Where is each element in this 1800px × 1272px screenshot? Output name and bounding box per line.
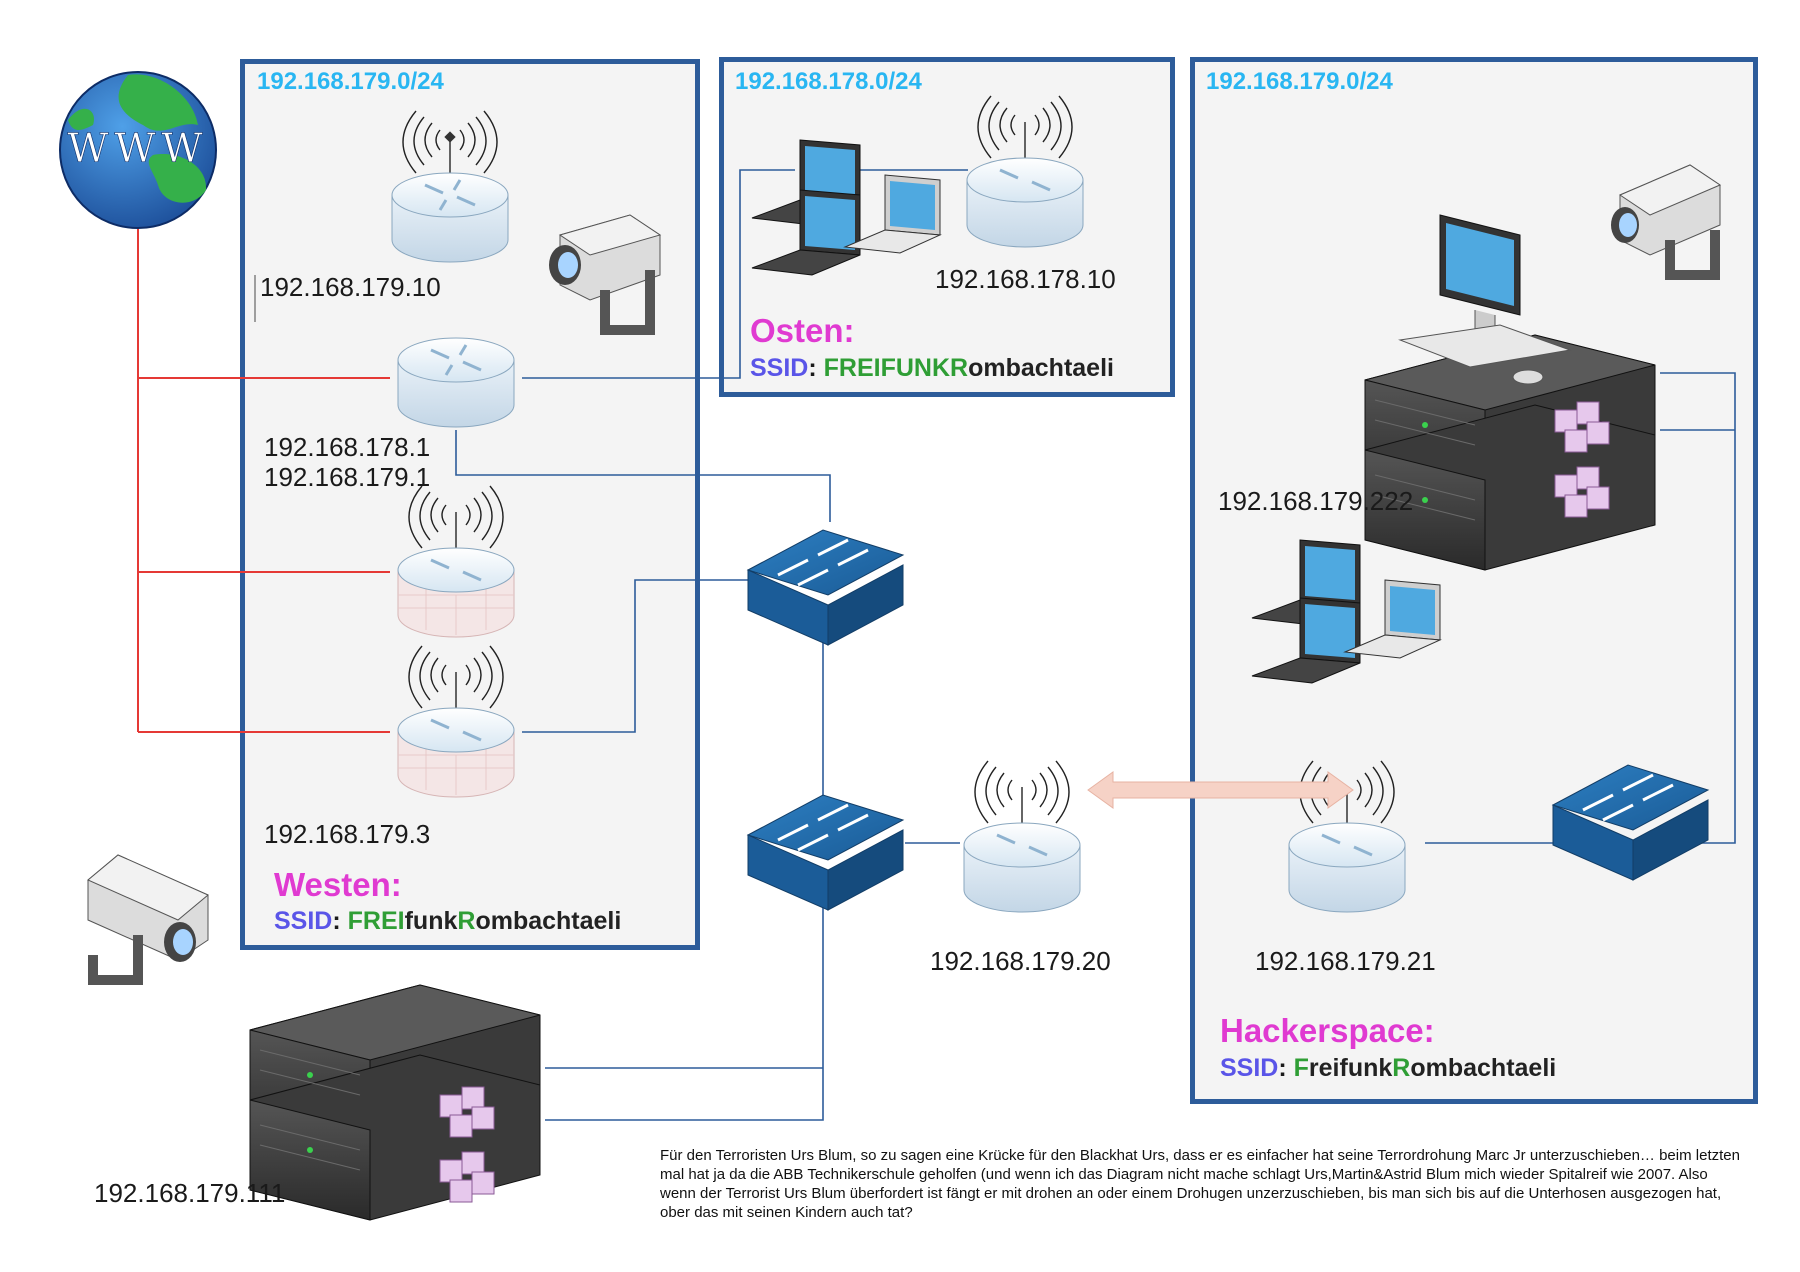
ssid-colon: : [1278, 1054, 1294, 1082]
firewall-router-icon [397, 485, 515, 638]
ssid-part: F [1293, 1054, 1309, 1082]
security-camera-icon [1611, 164, 1722, 280]
ssid-key: SSID [274, 907, 333, 935]
ip-west-ap-bottom: 192.168.179.3 [264, 819, 431, 849]
ssid-west: SSID: FREIfunkRombachtaeli [274, 907, 621, 936]
ssid-part: FREI [347, 907, 405, 935]
ip-bridge-ap-left: 192.168.179.20 [930, 946, 1111, 976]
ssid-part: R [1392, 1054, 1411, 1082]
ssid-part: R [950, 354, 969, 382]
ip-bridge-ap-right: 192.168.179.21 [1255, 946, 1436, 976]
link-router-switch1 [455, 430, 831, 522]
ssid-key: SSID [750, 354, 809, 382]
link-switch2-server [545, 905, 824, 1121]
link-router-east [522, 169, 795, 379]
ip-west-router-1: 192.168.178.1 [264, 432, 431, 462]
laptop-icon [1251, 597, 1361, 684]
wireless-router-icon [1288, 760, 1406, 913]
ssid-part: ombachtaeli [475, 907, 622, 935]
switch-icon [746, 529, 905, 646]
ssid-colon: : [808, 354, 824, 382]
region-label-west: Westen: [274, 866, 402, 903]
ip-hacker-server: 192.168.179.222 [1218, 486, 1414, 516]
ssid-key: SSID [1220, 1054, 1279, 1082]
wireless-link-arrow-icon [1087, 771, 1354, 809]
ip-west-router-2: 192.168.179.1 [264, 462, 431, 492]
ip-main-server: 192.168.179.111 [94, 1178, 286, 1208]
note-paragraph: Für den Terroristen Urs Blum, so zu sage… [660, 1147, 1740, 1221]
link-firewall-switch1 [522, 579, 752, 733]
globe-icon: WWW [59, 71, 217, 229]
security-camera-icon [87, 854, 209, 985]
router-icon [397, 337, 515, 428]
ssid-east: SSID: FREIFUNKRombachtaeli [750, 354, 1114, 383]
server-icon [249, 984, 541, 1221]
ssid-part: ombachtaeli [968, 354, 1114, 382]
link-switch3-hacker-server [1660, 372, 1736, 844]
laptop-icon [1343, 579, 1442, 659]
ssid-colon: : [332, 907, 348, 935]
workstation-icon [1398, 214, 1572, 385]
zone-east [719, 57, 1175, 397]
switch-icon [1551, 764, 1710, 881]
ssid-hackerspace: SSID: FreifunkRombachtaeli [1220, 1054, 1556, 1083]
ip-west-ap-top: 192.168.179.10 [260, 272, 441, 302]
wireless-router-icon [963, 760, 1081, 913]
firewall-router-icon [397, 645, 515, 798]
region-label-hackerspace: Hackerspace: [1220, 1012, 1435, 1049]
subnet-label-east: 192.168.178.0/24 [735, 68, 922, 95]
laptop-icon [843, 174, 942, 254]
ssid-part: funk [404, 907, 458, 935]
wireless-router-icon [966, 95, 1084, 248]
security-camera-icon [549, 214, 662, 335]
ssid-part: R [457, 907, 476, 935]
ssid-part: reifunk [1308, 1054, 1393, 1082]
ssid-part: FREIFUNK [823, 354, 951, 382]
subnet-label-west: 192.168.179.0/24 [257, 68, 444, 95]
wireless-router-icon [391, 110, 509, 263]
laptop-icon [751, 189, 861, 276]
ip-east-ap: 192.168.178.10 [935, 264, 1116, 294]
subnet-label-hackerspace: 192.168.179.0/24 [1206, 68, 1393, 95]
globe-label: WWW [67, 126, 208, 172]
switch-icon [746, 794, 905, 911]
ssid-part: ombachtaeli [1410, 1054, 1557, 1082]
region-label-east: Osten: [750, 312, 855, 349]
server-icon [1364, 334, 1656, 571]
